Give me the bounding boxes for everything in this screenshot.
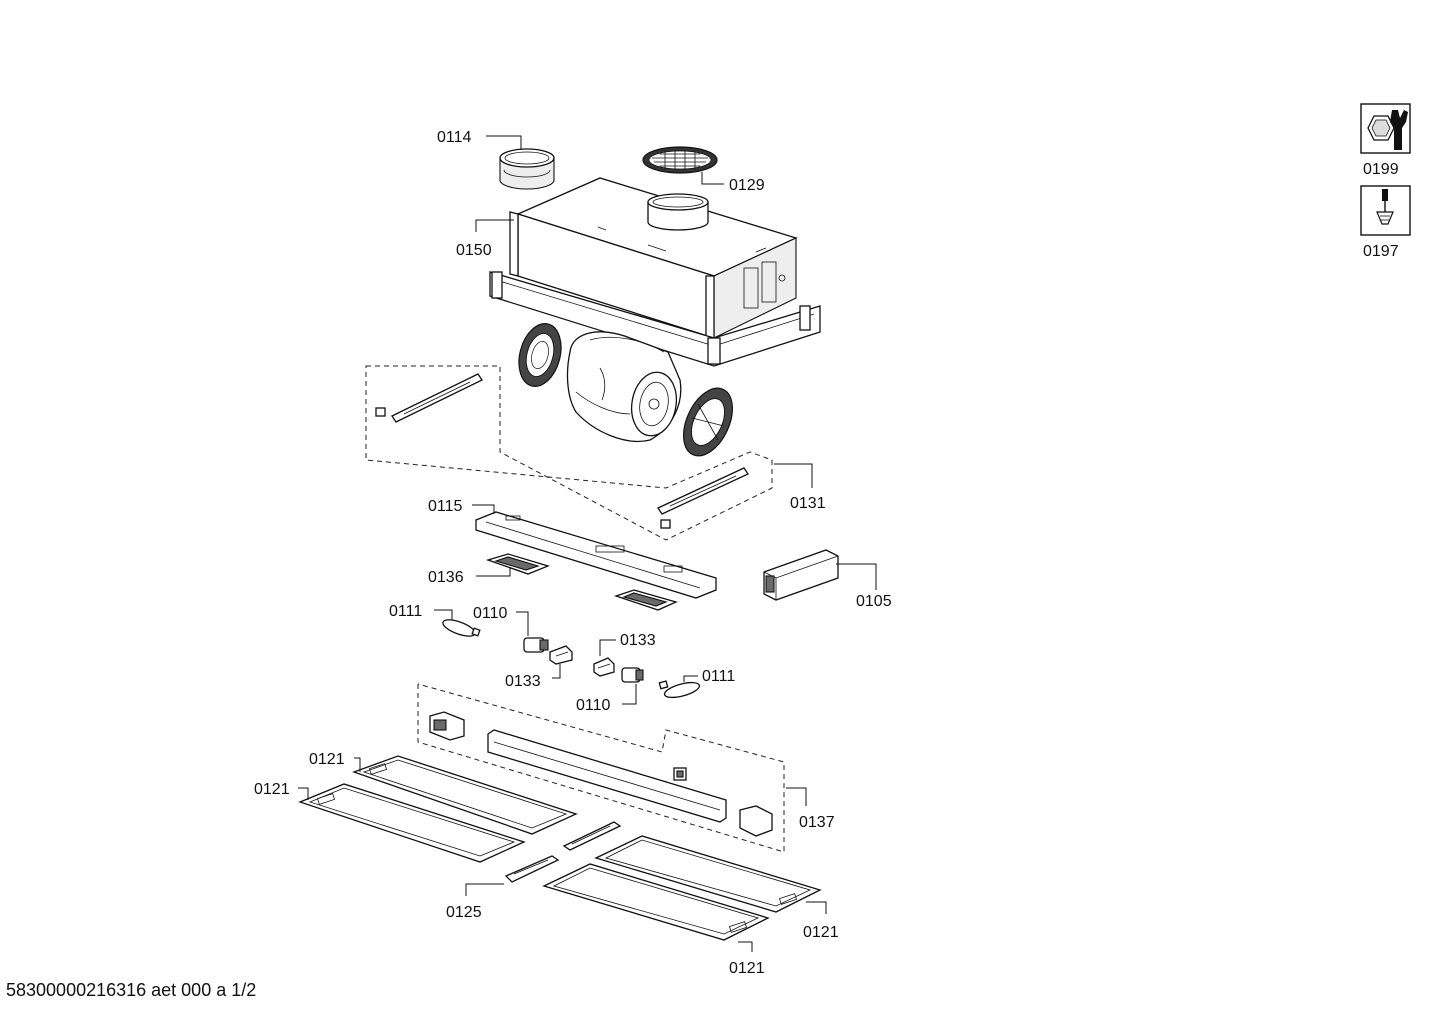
label-0129: 0129: [729, 177, 765, 194]
leader-0110a: [516, 611, 529, 636]
part-0121-filter-b: [298, 783, 526, 863]
part-0150-hood-housing: [489, 177, 821, 367]
part-0131-rail-group: [365, 365, 773, 541]
leader-0105: [836, 563, 877, 590]
label-0121c: 0121: [803, 924, 839, 941]
label-0133a: 0133: [505, 673, 541, 690]
leader-0131: [774, 463, 813, 488]
label-0121b: 0121: [254, 781, 290, 798]
leader-0129: [701, 172, 724, 185]
part-0136-light-cover: [485, 553, 678, 611]
label-0150: 0150: [456, 242, 492, 259]
label-0137: 0137: [799, 814, 835, 831]
part-0125-filter-holder: [504, 821, 622, 883]
label-0121a: 0121: [309, 751, 345, 768]
label-0199: 0199: [1363, 161, 1399, 178]
leader-0111a: [434, 609, 453, 620]
part-0111-lamp-right: [658, 680, 701, 699]
label-0133b: 0133: [620, 632, 656, 649]
leader-0150: [475, 219, 514, 232]
label-0111a: 0111: [389, 603, 422, 620]
part-0121-filter-a: [352, 755, 578, 835]
part-0105-control-module: [763, 549, 839, 601]
leader-0136: [476, 568, 511, 577]
label-0114: 0114: [437, 129, 472, 146]
leader-0115: [472, 504, 495, 514]
part-0121-filter-c: [594, 835, 822, 913]
label-0105: 0105: [856, 593, 892, 610]
label-0110b: 0110: [576, 697, 611, 714]
leader-0121a: [354, 757, 361, 772]
label-0125: 0125: [446, 904, 482, 921]
part-0111-lamp-left: [442, 619, 481, 637]
label-0111b: 0111: [702, 668, 735, 685]
leader-0121b: [298, 787, 309, 800]
part-0110-socket-right: [621, 667, 644, 683]
part-fan-motor-assembly: [518, 323, 733, 457]
part-0110-socket-left: [523, 637, 549, 653]
part-0133-clip-right: [593, 657, 615, 677]
leader-0137: [786, 787, 807, 806]
wrench-nut-icon: [1360, 103, 1411, 154]
leader-0125: [465, 883, 504, 896]
label-0115: 0115: [428, 498, 463, 515]
part-0133-clip-left: [549, 645, 573, 665]
part-0129-grille: [642, 146, 718, 174]
part-0114-duct-adapter: [499, 148, 555, 190]
screwdriver-icon: [1360, 185, 1411, 236]
document-id: 58300000216316 aet 000 a 1/2: [6, 980, 257, 1000]
leader-0133a: [552, 664, 561, 679]
leader-0121c: [806, 901, 827, 914]
label-0121d: 0121: [729, 960, 765, 977]
leader-0133b: [599, 639, 616, 656]
part-0137-trim-group: [417, 683, 785, 853]
label-0131: 0131: [790, 495, 826, 512]
leader-0111b: [683, 675, 698, 682]
part-0115-front-strip: [475, 511, 717, 599]
leader-0110b: [622, 684, 637, 705]
label-0136: 0136: [428, 569, 464, 586]
label-0197: 0197: [1363, 243, 1399, 260]
part-0121-filter-d: [542, 863, 770, 941]
leader-0114: [486, 135, 522, 150]
leader-0121d: [738, 941, 753, 952]
label-0110a: 0110: [473, 605, 508, 622]
